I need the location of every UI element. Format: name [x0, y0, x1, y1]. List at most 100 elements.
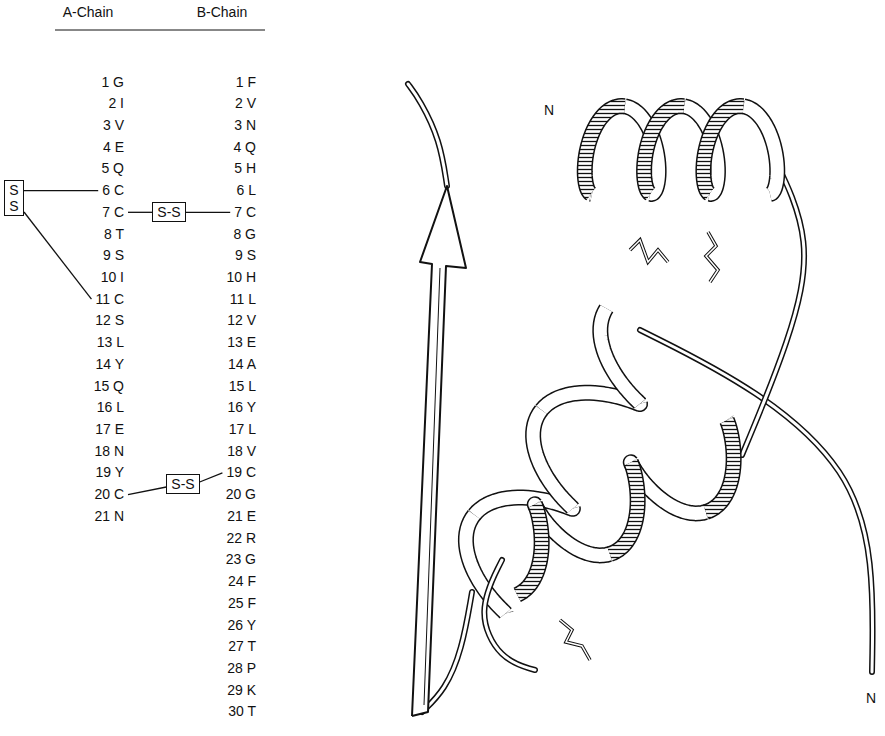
- disulfide-text: S S: [9, 182, 19, 214]
- residue-label: 11 L: [230, 291, 256, 308]
- residue-label: 3 N: [234, 117, 256, 134]
- header-rule: [55, 30, 265, 31]
- a-chain-coil: [484, 560, 535, 670]
- a-chain-helix: [585, 106, 625, 194]
- residue-label: 25 F: [228, 595, 256, 612]
- residue-label: 10 H: [226, 269, 256, 286]
- residue-label: 14 A: [228, 356, 256, 373]
- strand-coil: [408, 84, 447, 186]
- residue-label: 28 P: [227, 660, 256, 677]
- a-chain-helix: [644, 106, 684, 194]
- residue-label: 16 L: [97, 399, 124, 416]
- disulfide-text: S-S: [171, 476, 194, 492]
- residue-label: 20 G: [226, 486, 256, 503]
- disulfide-bond: [706, 232, 718, 282]
- residue-label: 12 S: [95, 312, 124, 329]
- residue-label: 11 C: [95, 291, 124, 308]
- residue-label: 12 V: [227, 312, 256, 329]
- disulfide-text: S-S: [157, 204, 180, 220]
- residue-label: 20 C: [94, 486, 124, 503]
- residue-label: 5 H: [234, 160, 256, 177]
- residue-label: 13 L: [97, 334, 124, 351]
- a-chain-helix: [743, 106, 777, 194]
- residue-label: 30 T: [228, 703, 256, 720]
- residue-label: 26 Y: [227, 617, 256, 634]
- residue-label: 9 S: [235, 247, 256, 264]
- residue-label: 4 E: [103, 139, 124, 156]
- bond-line: [200, 473, 223, 482]
- a-chain-helix: [585, 106, 625, 194]
- a-chain-coil: [484, 560, 535, 670]
- bond-line: [128, 212, 152, 213]
- a-chain-helix: [644, 106, 684, 194]
- residue-label: 17 E: [95, 421, 124, 438]
- residue-label: 7 C: [102, 204, 124, 221]
- residue-label: 18 N: [94, 443, 124, 460]
- residue-label: 22 R: [226, 530, 256, 547]
- b-chain-helix: [600, 308, 640, 403]
- chain-heading: B-Chain: [197, 4, 248, 21]
- a-chain-helix: [703, 106, 743, 194]
- disulfide-bond: [560, 620, 590, 660]
- residue-label: 24 F: [228, 573, 256, 590]
- disulfide-box: S S: [4, 180, 24, 216]
- bond-line: [24, 190, 98, 191]
- residue-label: 8 T: [104, 226, 124, 243]
- disulfide-bond: [630, 240, 668, 262]
- a-chain-helix: [610, 462, 638, 554]
- a-chain-helix: [610, 462, 638, 554]
- residue-label: 14 Y: [95, 356, 124, 373]
- residue-label: 19 Y: [95, 464, 124, 481]
- a-chain-helix: [743, 106, 777, 194]
- disulfide-bond: [560, 620, 590, 660]
- b-chain-helix: [600, 308, 640, 403]
- a-chain-helix: [706, 420, 734, 512]
- residue-label: 2 I: [108, 95, 124, 112]
- residue-label: 1 G: [101, 74, 124, 91]
- residue-label: 23 G: [226, 551, 256, 568]
- residue-label: 21 E: [227, 508, 256, 525]
- residue-label: 16 Y: [227, 399, 256, 416]
- residue-label: 6 L: [237, 182, 256, 199]
- disulfide-bond: [630, 240, 668, 262]
- residue-label: 27 T: [228, 638, 256, 655]
- residue-label: 17 L: [229, 421, 256, 438]
- residue-label: 10 I: [101, 269, 124, 286]
- bond-line: [186, 212, 231, 213]
- residue-label: 18 V: [227, 443, 256, 460]
- disulfide-box: S-S: [166, 474, 199, 494]
- a-chain-helix: [517, 504, 541, 594]
- residue-label: 9 S: [103, 247, 124, 264]
- residue-label: 3 V: [103, 117, 124, 134]
- beta-strand-arrow: [412, 186, 466, 716]
- bond-line: [128, 487, 166, 495]
- a-chain-helix: [517, 504, 541, 594]
- strand-coil: [408, 84, 447, 186]
- residue-label: 2 V: [235, 95, 256, 112]
- residue-label: 5 Q: [101, 160, 124, 177]
- disulfide-box: S-S: [152, 202, 185, 222]
- bond-line: [24, 212, 91, 299]
- residue-label: 21 N: [94, 508, 124, 525]
- ribbon-structure: [408, 84, 873, 716]
- residue-label: 13 E: [227, 334, 256, 351]
- residue-label: 8 G: [233, 226, 256, 243]
- residue-label: 7 C: [234, 204, 256, 221]
- residue-label: 15 Q: [94, 378, 124, 395]
- disulfide-bond: [706, 232, 718, 282]
- chain-heading: A-Chain: [63, 4, 114, 21]
- beta-strand-edge: [424, 268, 440, 705]
- b-chain-helix: [533, 410, 573, 509]
- terminus-label: N: [544, 102, 554, 119]
- residue-label: 4 Q: [233, 139, 256, 156]
- terminus-label: N: [866, 690, 876, 707]
- residue-label: 19 C: [226, 464, 256, 481]
- b-chain-helix: [533, 410, 573, 509]
- a-chain-helix: [703, 106, 743, 194]
- leader-lines: [24, 191, 230, 495]
- a-chain-helix: [706, 420, 734, 512]
- residue-label: 1 F: [236, 74, 256, 91]
- residue-label: 6 C: [102, 182, 124, 199]
